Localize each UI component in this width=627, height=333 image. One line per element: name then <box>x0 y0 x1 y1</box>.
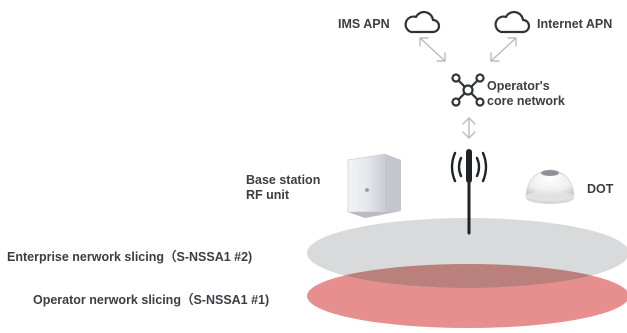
ims-core-arrow <box>419 37 446 62</box>
core-antenna-arrow <box>462 117 476 139</box>
dot-label: DOT <box>587 182 614 196</box>
dot-device <box>525 169 575 204</box>
operator-slice-label: Operator nerwork slicing（S-NSSA1 #1) <box>33 293 270 307</box>
base-station-label-line2: RF unit <box>246 188 290 202</box>
ims-apn-label: IMS APN <box>338 17 390 31</box>
core-network-label: Operator's core network <box>487 79 565 109</box>
internet-core-arrow <box>490 37 517 62</box>
core-network-label-line2: core network <box>487 94 565 108</box>
core-network-label-line1: Operator's <box>487 79 550 93</box>
internet-apn-label: Internet APN <box>537 17 613 31</box>
network-hub-icon <box>451 73 485 107</box>
cloud-icon <box>494 10 531 34</box>
base-station-label-line1: Base station <box>246 173 321 187</box>
antenna-tower-icon <box>450 149 488 235</box>
enterprise-slice-label: Enterprise nerwork slicing（S-NSSA1 #2) <box>7 250 253 264</box>
cloud-icon <box>404 10 441 34</box>
base-station-label: Base station RF unit <box>246 173 320 203</box>
base-station-rf-unit <box>347 153 401 218</box>
slice-overlap <box>307 264 627 288</box>
